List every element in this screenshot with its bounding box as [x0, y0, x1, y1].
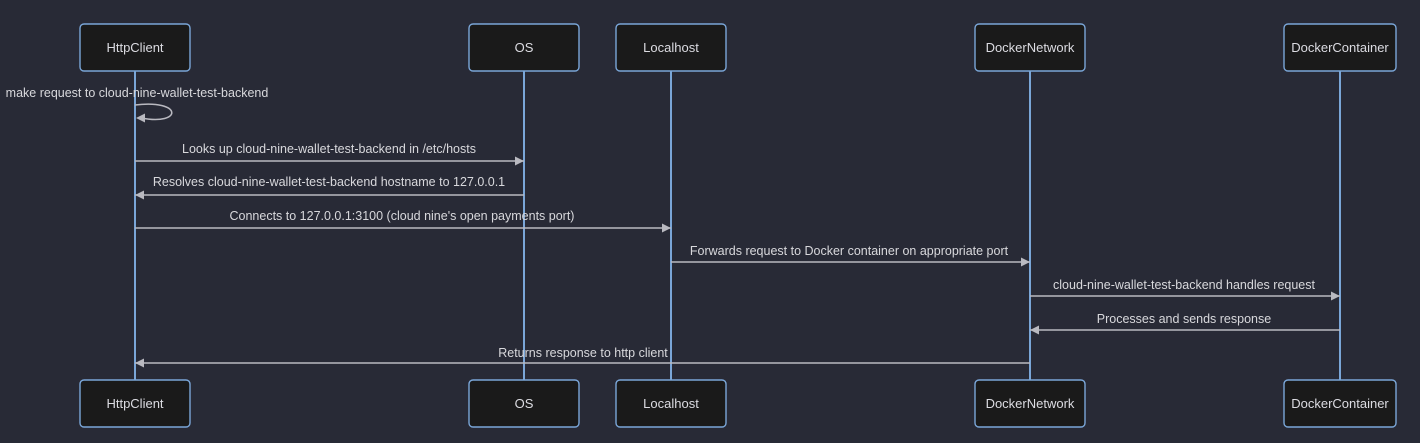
- actor-label: Localhost: [643, 396, 699, 411]
- actor-dockercontainer-top[interactable]: DockerContainer: [1283, 23, 1397, 72]
- actor-label: HttpClient: [106, 40, 163, 55]
- arrowhead-icon: [135, 190, 144, 200]
- message-m8[interactable]: Returns response to http client: [135, 346, 1030, 368]
- message-label: Returns response to http client: [498, 346, 668, 360]
- arrowhead-icon: [135, 358, 144, 368]
- actor-label: DockerContainer: [1291, 396, 1389, 411]
- actor-label: OS: [515, 396, 534, 411]
- actor-label: OS: [515, 40, 534, 55]
- message-m1[interactable]: make request to cloud-nine-wallet-test-b…: [6, 86, 269, 123]
- arrowhead-icon: [1030, 325, 1039, 335]
- message-m7[interactable]: Processes and sends response: [1030, 312, 1340, 335]
- actor-box[interactable]: [974, 379, 1086, 428]
- message-label: Looks up cloud-nine-wallet-test-backend …: [182, 142, 476, 156]
- actor-box[interactable]: [79, 23, 191, 72]
- actor-box[interactable]: [468, 379, 580, 428]
- arrowhead-icon: [662, 223, 671, 233]
- actor-os-top[interactable]: OS: [468, 23, 580, 72]
- message-label: Resolves cloud-nine-wallet-test-backend …: [153, 175, 505, 189]
- message-m6[interactable]: cloud-nine-wallet-test-backend handles r…: [1030, 278, 1340, 301]
- message-m2[interactable]: Looks up cloud-nine-wallet-test-backend …: [135, 142, 524, 166]
- actor-localhost-bottom[interactable]: Localhost: [615, 379, 727, 428]
- message-label: Forwards request to Docker container on …: [690, 244, 1009, 258]
- message-label: make request to cloud-nine-wallet-test-b…: [6, 86, 269, 100]
- message-m3[interactable]: Resolves cloud-nine-wallet-test-backend …: [135, 175, 524, 200]
- actor-box[interactable]: [615, 23, 727, 72]
- actor-label: DockerContainer: [1291, 40, 1389, 55]
- arrowhead-icon: [1021, 257, 1030, 267]
- message-label: cloud-nine-wallet-test-backend handles r…: [1053, 278, 1315, 292]
- actor-dockercontainer-bottom[interactable]: DockerContainer: [1283, 379, 1397, 428]
- actor-label: DockerNetwork: [986, 40, 1075, 55]
- actor-box[interactable]: [79, 379, 191, 428]
- actors-bottom-layer: HttpClient OS Localhost DockerNetwork Docker…: [79, 379, 1397, 428]
- actor-box[interactable]: [468, 23, 580, 72]
- actor-label: HttpClient: [106, 396, 163, 411]
- actor-box[interactable]: [1283, 379, 1397, 428]
- actor-httpclient-top[interactable]: HttpClient: [79, 23, 191, 72]
- actor-label: Localhost: [643, 40, 699, 55]
- actor-box[interactable]: [974, 23, 1086, 72]
- arrowhead-icon: [136, 113, 145, 123]
- actor-label: DockerNetwork: [986, 396, 1075, 411]
- actor-dockernetwork-bottom[interactable]: DockerNetwork: [974, 379, 1086, 428]
- actors-top-layer: HttpClient OS Localhost DockerNetwork Docker…: [79, 23, 1397, 72]
- actor-dockernetwork-top[interactable]: DockerNetwork: [974, 23, 1086, 72]
- actor-httpclient-bottom[interactable]: HttpClient: [79, 379, 191, 428]
- actor-box[interactable]: [615, 379, 727, 428]
- actor-localhost-top[interactable]: Localhost: [615, 23, 727, 72]
- message-m5[interactable]: Forwards request to Docker container on …: [671, 244, 1030, 267]
- message-label: Connects to 127.0.0.1:3100 (cloud nine's…: [230, 209, 575, 223]
- message-m4[interactable]: Connects to 127.0.0.1:3100 (cloud nine's…: [135, 209, 671, 233]
- messages-layer: make request to cloud-nine-wallet-test-b…: [6, 86, 1340, 368]
- actor-box[interactable]: [1283, 23, 1397, 72]
- self-message-path: [134, 103, 173, 121]
- actor-os-bottom[interactable]: OS: [468, 379, 580, 428]
- lifelines-layer: [134, 71, 1341, 380]
- message-label: Processes and sends response: [1097, 312, 1271, 326]
- arrowhead-icon: [1331, 291, 1340, 301]
- arrowhead-icon: [515, 156, 524, 166]
